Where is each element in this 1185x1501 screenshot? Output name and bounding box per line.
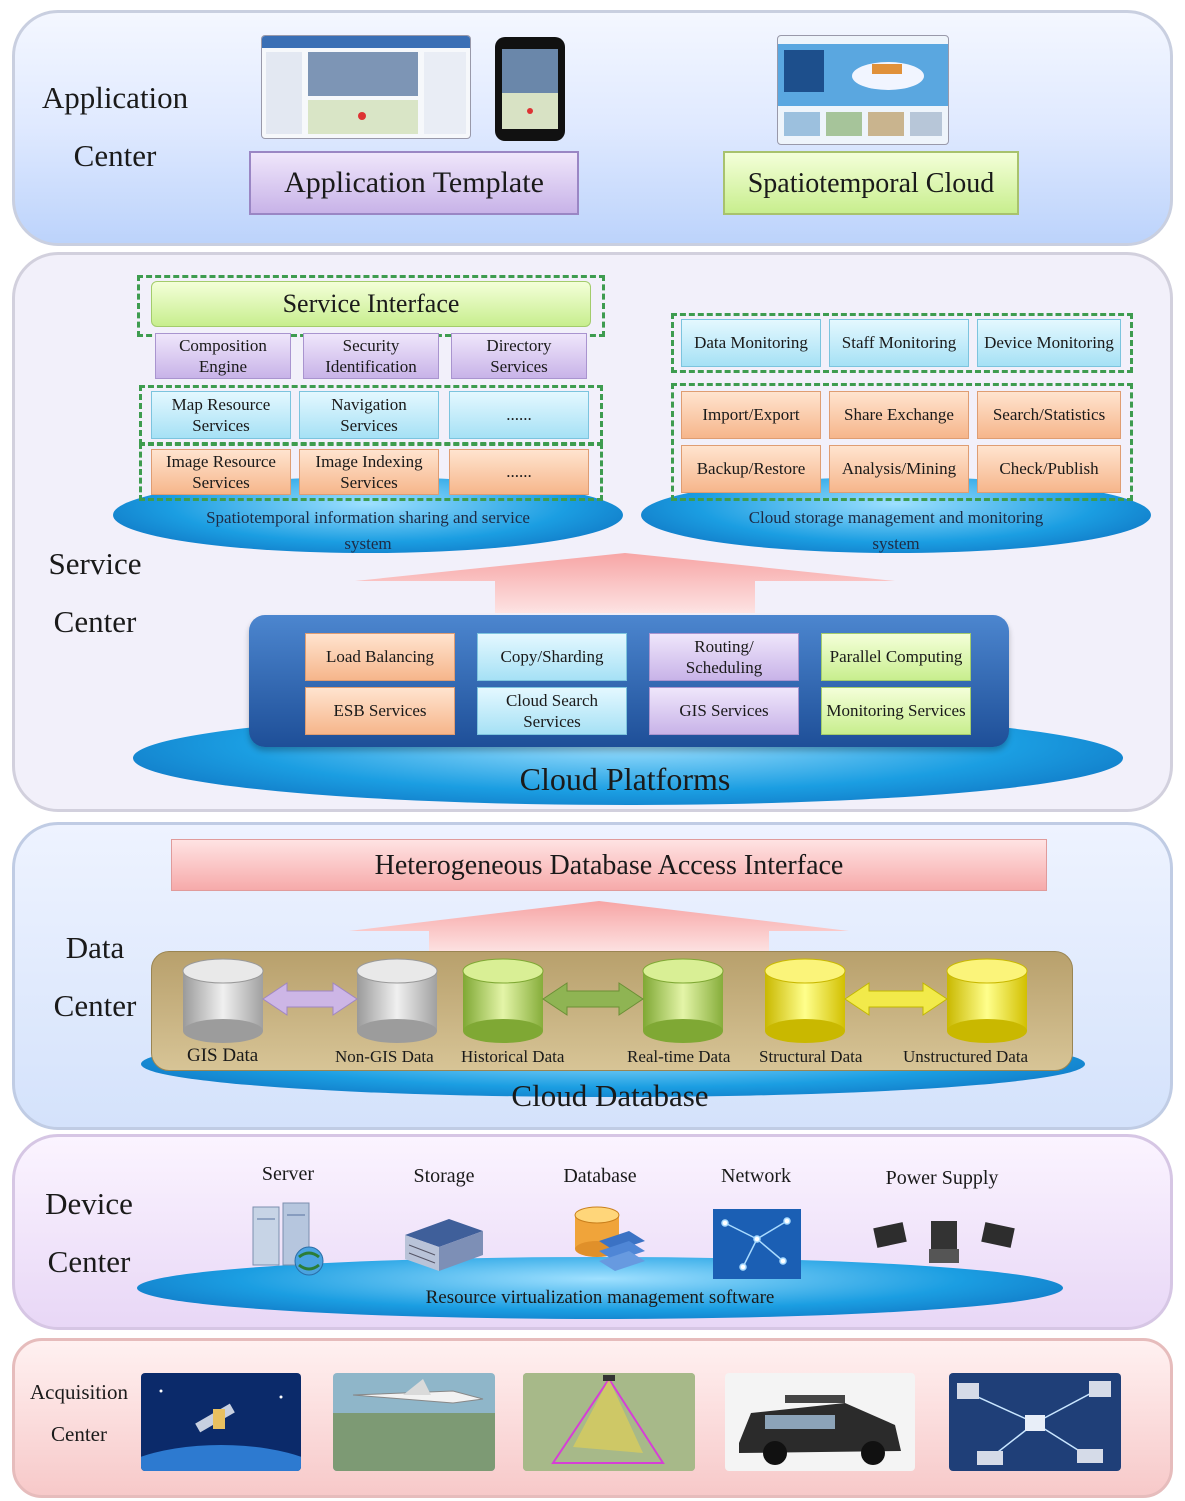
web-app-screenshot xyxy=(261,35,471,139)
server-label: Server xyxy=(261,1163,315,1185)
up-arrow-service xyxy=(355,553,895,613)
access-interface-bar: Heterogeneous Database Access Interface xyxy=(171,839,1047,891)
copy-sharding-box: Copy/Sharding xyxy=(477,633,627,681)
gis-data-cylinder xyxy=(182,958,264,1043)
power-supply-label: Power Supply xyxy=(885,1167,999,1189)
storage-label: Storage xyxy=(413,1165,475,1187)
map-resource-services-box: Map Resource Services xyxy=(151,391,291,439)
storage-system-label: Cloud storage management and monitoring … xyxy=(748,508,1044,553)
cloud-portal-screenshot xyxy=(777,35,949,145)
service-interface-box: Service Interface xyxy=(151,281,591,327)
web-app-image xyxy=(262,36,470,134)
backup-restore-box: Backup/Restore xyxy=(681,445,821,493)
service-center-title: Service Center xyxy=(48,546,142,639)
monitoring-services-box: Monitoring Services xyxy=(821,687,971,735)
real-time-data-cylinder xyxy=(642,958,724,1043)
mobile-app-screenshot xyxy=(495,37,565,141)
import-export-box: Import/Export xyxy=(681,391,821,439)
image-more-box: ...... xyxy=(449,449,589,495)
cloud-database-label: Cloud Database xyxy=(511,1077,709,1113)
historical-data-label: Historical Data xyxy=(461,1047,565,1066)
cloud-search-services-box: Cloud Search Services xyxy=(477,687,627,735)
search-statistics-box: Search/Statistics xyxy=(977,391,1121,439)
directory-services-box: Directory Services xyxy=(451,333,587,379)
non-gis-data-cylinder xyxy=(356,958,438,1043)
data-center-layer: Data Center Heterogeneous Database Acces… xyxy=(12,822,1173,1130)
aircraft-image xyxy=(333,1379,495,1471)
unstructured-data-label: Unstructured Data xyxy=(903,1047,1029,1066)
aircraft-photo xyxy=(333,1373,495,1471)
sensor-network-image xyxy=(957,1381,1111,1465)
routing-scheduling-box: Routing/ Scheduling xyxy=(649,633,799,681)
database-label: Database xyxy=(563,1165,637,1187)
acquisition-center-layer: Acquisition Center xyxy=(12,1338,1173,1498)
application-template-box: Application Template xyxy=(249,151,579,215)
gis-data-label: GIS Data xyxy=(187,1045,259,1066)
storage-management-group xyxy=(671,383,1133,501)
cloud-portal-image xyxy=(778,44,948,136)
esb-services-box: ESB Services xyxy=(305,687,455,735)
cloud-platforms-label: Cloud Platforms xyxy=(519,761,731,797)
share-exchange-box: Share Exchange xyxy=(829,391,969,439)
image-resource-services-box: Image Resource Services xyxy=(151,449,291,495)
survey-vehicle-photo xyxy=(725,1373,915,1471)
real-time-data-label: Real-time Data xyxy=(627,1047,731,1066)
spatiotemporal-cloud-box: Spatiotemporal Cloud xyxy=(723,151,1019,215)
map-more-box: ...... xyxy=(449,391,589,439)
gis-services-box: GIS Services xyxy=(649,687,799,735)
time-exchange-arrow xyxy=(542,982,644,1016)
monitoring-group xyxy=(671,313,1133,373)
server-icon xyxy=(252,1202,324,1276)
database-cylinders xyxy=(182,958,1028,1043)
uav-survey-photo xyxy=(523,1373,695,1471)
analysis-mining-box: Analysis/Mining xyxy=(829,445,969,493)
acquisition-center-title: Acquisition Center xyxy=(30,1380,128,1446)
structural-data-cylinder xyxy=(764,958,846,1043)
structural-data-label: Structural Data xyxy=(759,1047,863,1066)
network-icon xyxy=(713,1209,801,1279)
storage-icon xyxy=(405,1219,483,1271)
device-center-layer: Device Center Resource virtualization ma… xyxy=(12,1134,1173,1330)
structure-exchange-arrow xyxy=(844,982,948,1016)
sensor-network-photo xyxy=(949,1373,1121,1471)
database-icon xyxy=(574,1206,645,1271)
load-balancing-box: Load Balancing xyxy=(305,633,455,681)
unstructured-data-cylinder xyxy=(946,958,1028,1043)
database-panel xyxy=(151,951,1073,1071)
staff-monitoring-box: Staff Monitoring xyxy=(829,319,969,367)
data-monitoring-box: Data Monitoring xyxy=(681,319,821,367)
composition-engine-box: Composition Engine xyxy=(155,333,291,379)
data-center-title: Data Center xyxy=(53,930,137,1023)
device-center-title: Device Center xyxy=(45,1186,133,1279)
service-center-layer: Service Center Spatiotemporal informatio… xyxy=(12,252,1173,812)
device-monitoring-box: Device Monitoring xyxy=(977,319,1121,367)
virtualization-label: Resource virtualization management softw… xyxy=(425,1287,775,1309)
up-arrow-data xyxy=(349,901,849,953)
application-center-title: Application Center xyxy=(41,80,189,173)
security-identification-box: Security Identification xyxy=(303,333,439,379)
satellite-image xyxy=(141,1389,301,1471)
satellite-photo xyxy=(141,1373,301,1471)
mobile-app-image xyxy=(502,49,558,129)
parallel-computing-box: Parallel Computing xyxy=(821,633,971,681)
gis-exchange-arrow xyxy=(262,982,358,1016)
check-publish-box: Check/Publish xyxy=(977,445,1121,493)
uav-survey-image xyxy=(523,1373,695,1471)
non-gis-data-label: Non-GIS Data xyxy=(335,1047,434,1066)
image-indexing-services-box: Image Indexing Services xyxy=(299,449,439,495)
sharing-system-label: Spatiotemporal information sharing and s… xyxy=(206,508,530,553)
application-center-layer: Application Center xyxy=(12,10,1173,246)
navigation-services-box: Navigation Services xyxy=(299,391,439,439)
historical-data-cylinder xyxy=(462,958,544,1043)
image-services-group xyxy=(139,443,603,501)
power-supply-icon xyxy=(873,1221,1015,1263)
survey-vehicle-image xyxy=(739,1395,901,1465)
network-label: Network xyxy=(721,1165,791,1187)
virtualization-plate xyxy=(137,1257,1063,1319)
